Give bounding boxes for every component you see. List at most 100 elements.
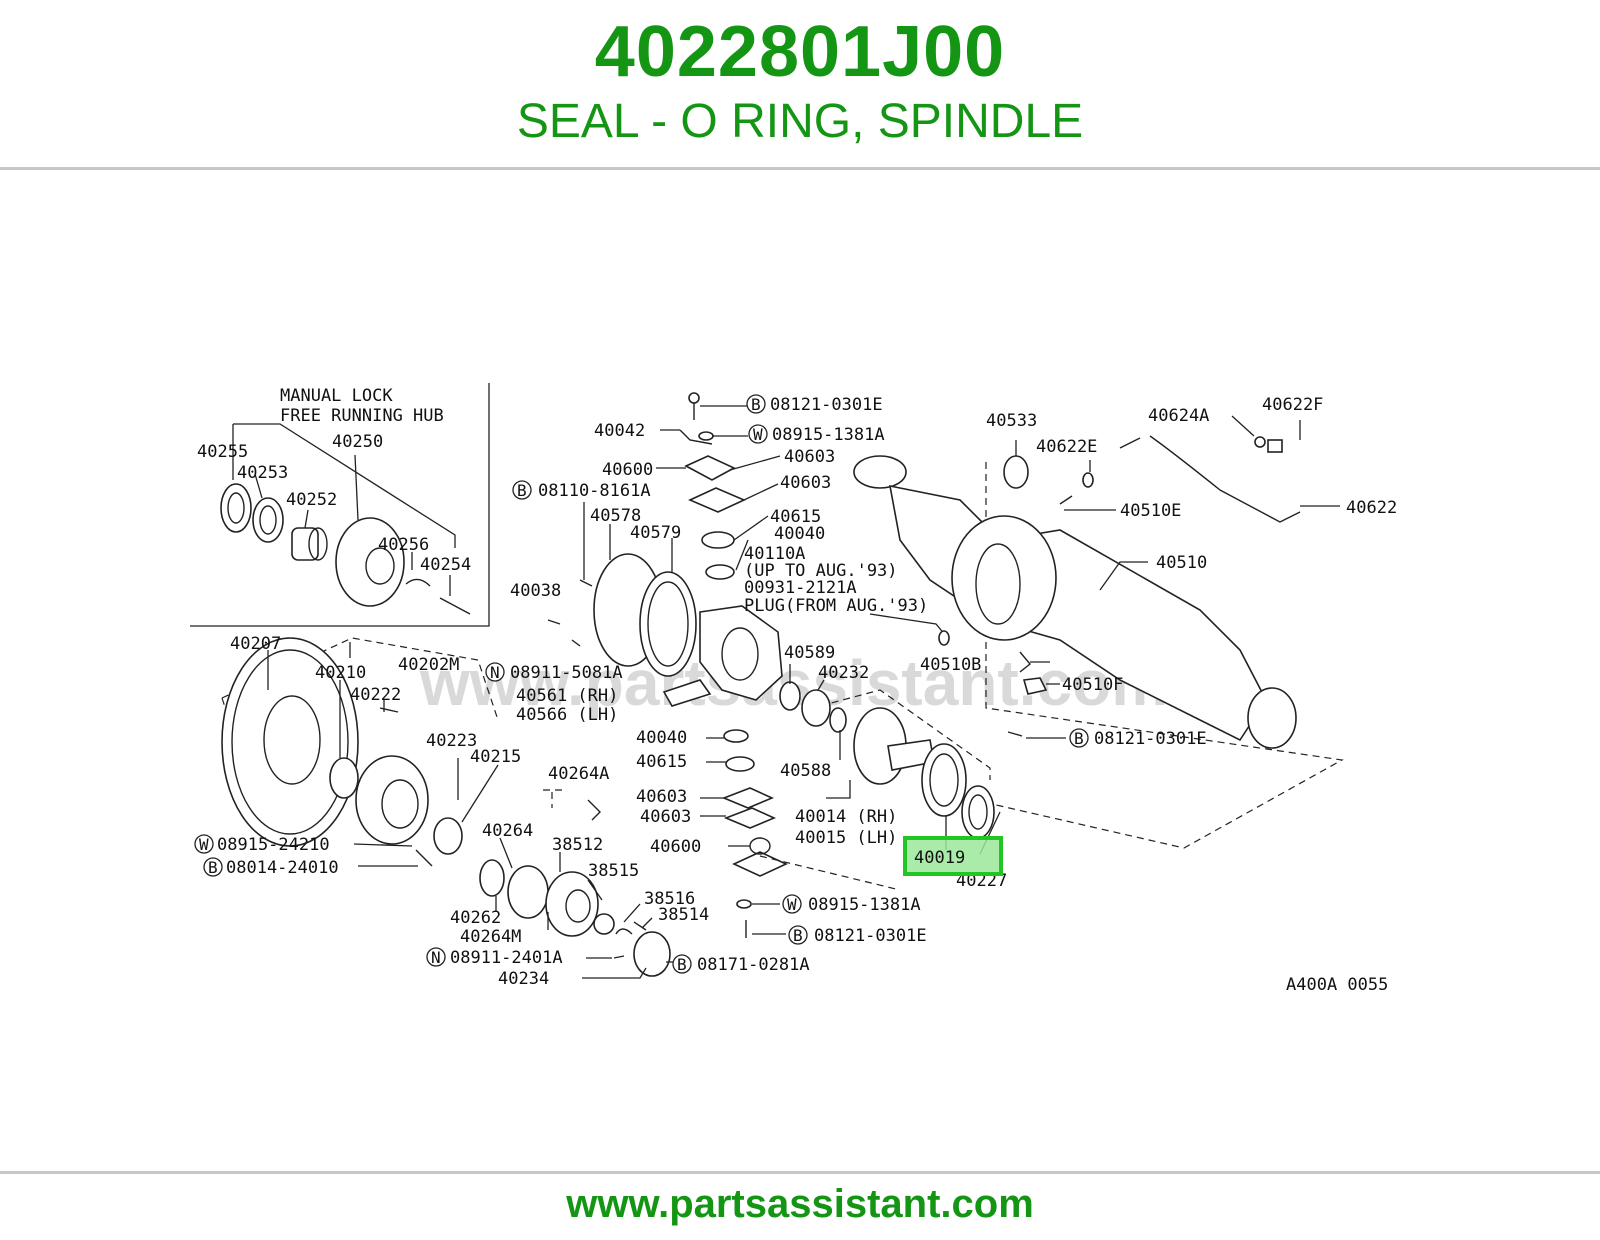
part-40510E-plug <box>1059 495 1073 505</box>
callout-40622E: 40622E <box>1036 437 1097 457</box>
leader-40250 <box>354 454 359 521</box>
dashed-boundary-lock-hub <box>540 789 562 808</box>
part-40210-seal <box>329 757 359 799</box>
prefix-n-2401A: N <box>431 948 441 967</box>
part-name-subtitle: SEAL - O RING, SPINDLE <box>516 95 1084 148</box>
part-40624A-bolt <box>1254 436 1266 448</box>
part-40510F-plug <box>1022 677 1048 695</box>
callout-40042: 40042 <box>594 421 645 441</box>
part-08915-1381A-washer-bot <box>736 899 752 909</box>
callout-40615-top: 40615 <box>770 507 821 527</box>
leader-40215 <box>461 764 499 823</box>
part-40255-inner <box>227 492 245 524</box>
callout-40622F: 40622F <box>1262 395 1323 415</box>
part-40533-seal <box>1003 455 1029 489</box>
callout-40615-mid: 40615 <box>636 752 687 772</box>
highlight-box-40019[interactable] <box>903 836 1003 876</box>
spindle-assembly: N 08911-5081A 40561 (RH) 40566 (LH) 4058… <box>485 643 1007 946</box>
site-url[interactable]: www.partsassistant.com <box>566 1182 1034 1226</box>
prefix-b-bot: B <box>793 926 803 945</box>
part-40264A-bolt <box>587 799 601 821</box>
callout-40015-lh: 40015 (LH) <box>795 828 897 848</box>
callout-40215: 40215 <box>470 747 521 767</box>
leaders-40600-40603 <box>656 455 781 501</box>
callout-40210: 40210 <box>315 663 366 683</box>
part-number-title: 4022801J00 <box>594 12 1006 92</box>
part-axle-end-right <box>1247 687 1297 749</box>
callout-40207: 40207 <box>230 634 281 654</box>
part-40256-clip <box>405 578 431 587</box>
prefix-b-icon-mid <box>1069 728 1089 748</box>
part-40622F-clip <box>1267 439 1283 453</box>
dashed-boundary-bottom <box>759 855 901 891</box>
inset-title-line-1: MANUAL LOCK <box>280 386 393 406</box>
leaders-breather <box>1231 415 1340 507</box>
callout-38514: 38514 <box>658 905 709 925</box>
inset-title-line-2: FREE RUNNING HUB <box>280 406 444 426</box>
part-40579-seal <box>639 571 697 677</box>
part-40600-cap <box>684 455 736 481</box>
prefix-b-icon-0281A <box>672 954 692 974</box>
prefix-w-top: W <box>753 425 763 444</box>
part-40040-seal <box>705 564 735 580</box>
part-40234-cap <box>633 931 671 977</box>
prefix-b-icon <box>203 857 223 877</box>
callout-08171-0281A: 08171-0281A <box>697 955 810 975</box>
callout-40019-highlighted[interactable]: 40019 <box>914 848 965 868</box>
callout-40254: 40254 <box>420 555 471 575</box>
part-40227-seal <box>961 785 995 839</box>
leader-inset-bracket <box>232 423 456 548</box>
callout-40040-mid: 40040 <box>636 728 687 748</box>
callout-08911-2401A: 08911-2401A <box>450 948 563 968</box>
part-40253-inner <box>259 505 277 535</box>
callout-00931-2121A: 00931-2121A <box>744 578 857 598</box>
leader-40510 <box>1099 561 1148 591</box>
part-bolt-head-top <box>688 392 700 404</box>
callout-38515: 38515 <box>588 861 639 881</box>
callout-up-to-aug-93: (UP TO AUG.'93) <box>744 561 898 581</box>
part-axle-end-left <box>853 455 907 489</box>
part-40615-mid-bushing <box>725 756 755 772</box>
leader-38515 <box>587 879 603 901</box>
callout-08014-24010: 08014-24010 <box>226 858 339 878</box>
part-40253-ring <box>252 497 284 543</box>
part-40603-gasket-d <box>723 807 777 829</box>
page-header: 4022801J00 SEAL - O RING, SPINDLE <box>0 0 1600 168</box>
prefix-b-top: B <box>751 395 761 414</box>
callout-40600-top: 40600 <box>602 460 653 480</box>
callout-08110-8161A: 08110-8161A <box>538 481 651 501</box>
callout-40040-top: 40040 <box>774 524 825 544</box>
prefix-w-icon <box>194 834 214 854</box>
part-40510B-plug <box>1019 651 1031 673</box>
part-40040-mid-seal <box>723 729 749 743</box>
leader-40234 <box>582 967 647 979</box>
callout-40264M: 40264M <box>460 927 521 947</box>
part-40255-seal <box>220 483 252 533</box>
part-40252-clutch <box>291 527 319 561</box>
prefix-b-08110: B <box>517 481 527 500</box>
callout-40250: 40250 <box>332 432 383 452</box>
part-40202M-hub <box>355 755 429 845</box>
callout-40222: 40222 <box>350 685 401 705</box>
prefix-n-icon-2401A <box>426 947 446 967</box>
inset-free-running-hub: MANUAL LOCK FREE RUNNING HUB 40255 40253… <box>190 383 490 627</box>
prefix-n-icon-5081A <box>485 662 505 682</box>
part-40579-inner <box>647 581 689 667</box>
callout-40578: 40578 <box>590 506 641 526</box>
dashed-boundary-hub <box>221 637 499 721</box>
callout-08121-0301E-top: 08121-0301E <box>770 395 883 415</box>
footer-divider <box>0 1171 1600 1174</box>
part-breather-left <box>1119 437 1141 449</box>
prefix-b: B <box>208 858 218 877</box>
part-40215-bearing <box>433 817 463 855</box>
part-08911-2401A-nut <box>613 955 625 959</box>
part-differential-cover <box>975 543 1021 625</box>
callout-40232: 40232 <box>818 663 869 683</box>
prefix-b-icon-08110 <box>512 480 532 500</box>
prefix-w-icon-top <box>748 424 768 444</box>
part-40262-ring <box>479 859 505 897</box>
part-40019-inner <box>929 753 959 807</box>
callout-40264A: 40264A <box>548 764 609 784</box>
callout-40014-rh: 40014 (RH) <box>795 807 897 827</box>
